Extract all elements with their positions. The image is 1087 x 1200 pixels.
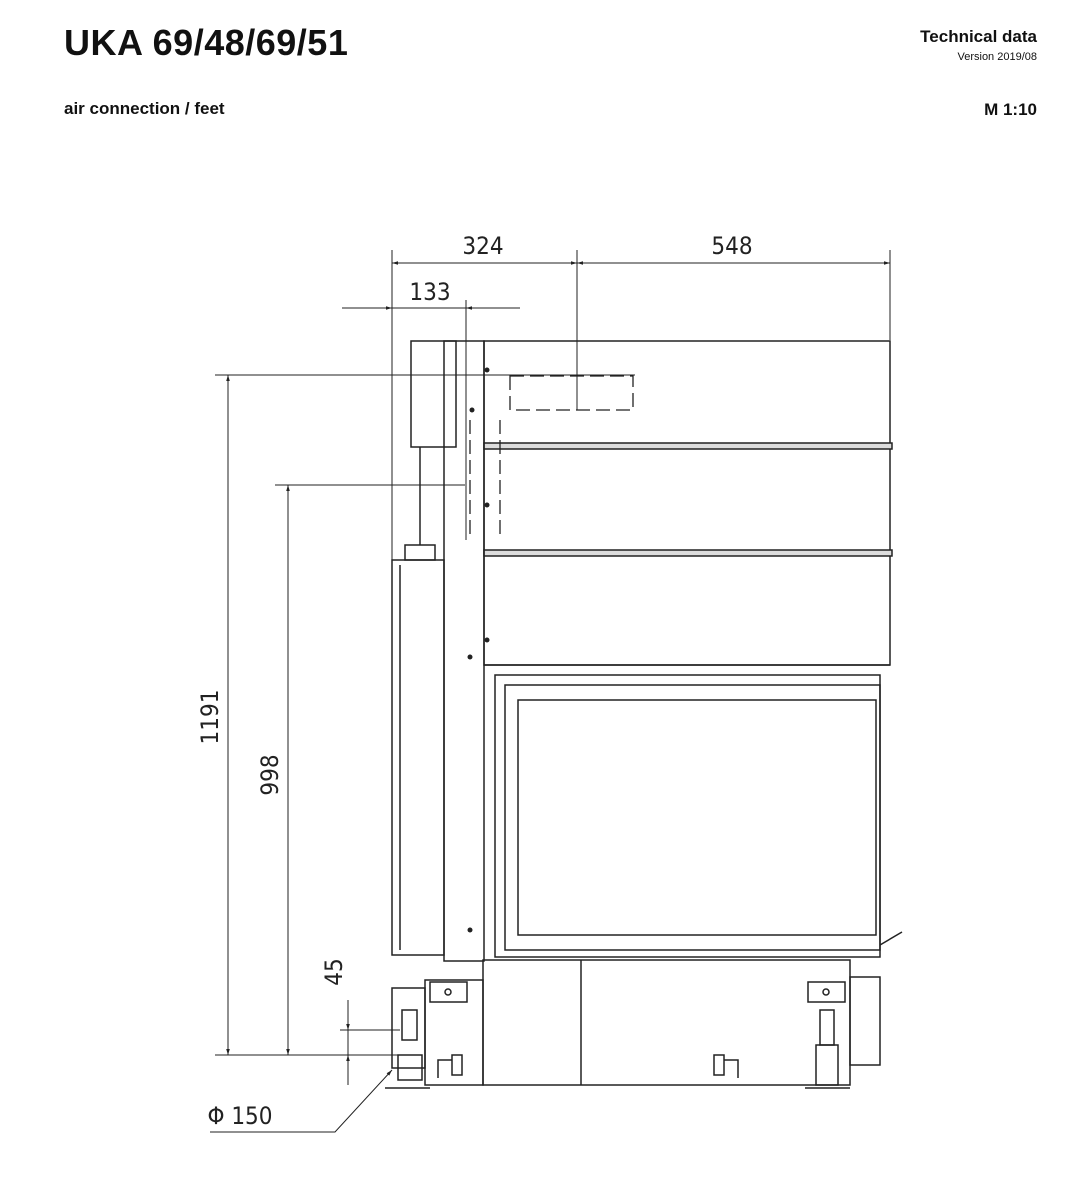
dim-324: 324: [462, 232, 503, 260]
page-title: UKA 69/48/69/51: [64, 22, 349, 63]
screws: [467, 367, 490, 933]
scale-label: M 1:10: [984, 100, 1037, 119]
dimension-lines: [210, 250, 891, 1133]
dim-548: 548: [711, 232, 752, 260]
doc-type: Technical data: [920, 27, 1037, 46]
version-label: Version 2019/08: [957, 51, 1037, 63]
stove-body: [385, 340, 903, 1089]
dim-133: 133: [409, 278, 450, 306]
dim-45: 45: [320, 958, 348, 985]
air-duct-hidden-lines: [469, 375, 634, 540]
page-subtitle: air connection / feet: [64, 99, 225, 118]
dim-998: 998: [256, 754, 284, 795]
dim-diameter-150: Φ 150: [207, 1102, 272, 1130]
dim-1191: 1191: [196, 690, 224, 745]
